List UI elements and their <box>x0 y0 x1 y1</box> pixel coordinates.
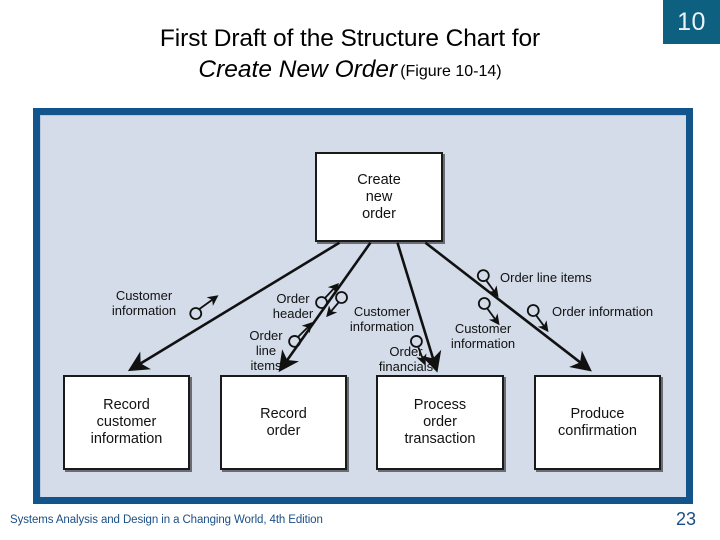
data-couple-circle-order-line-items-2 <box>476 269 490 282</box>
call-arrow-record-customer <box>127 241 341 372</box>
data-couple-label-line: information <box>450 336 516 351</box>
data-couple-circle-customer-information-1 <box>189 307 203 320</box>
structure-chart-canvas: Create new order Record customer informa… <box>40 115 686 497</box>
module-label-line: transaction <box>404 431 476 447</box>
data-couple-label-line: information <box>111 303 177 318</box>
structure-chart-connectors <box>127 241 592 373</box>
module-label-line: Record <box>103 397 150 413</box>
module-label-line: customer <box>96 414 157 430</box>
data-couple-arrow-customer-information-3 <box>486 307 500 326</box>
data-couple-arrow-order-information <box>535 314 549 333</box>
data-couple-label-order-line-items-1: Order line items <box>239 328 293 373</box>
data-couple-circle-customer-information-2 <box>335 291 348 304</box>
footer-source-text: Systems Analysis and Design in a Changin… <box>10 514 323 526</box>
data-couple-group <box>189 269 549 366</box>
page-title-line-1: First Draft of the Structure Chart for <box>159 25 541 52</box>
module-process-order-transaction[interactable]: Process order transaction <box>376 375 504 470</box>
data-couple-label-line: Customer <box>353 304 411 319</box>
data-couple-circle-order-header <box>315 296 328 309</box>
call-arrow-process-order <box>396 242 442 373</box>
module-label-line: Create <box>357 171 401 188</box>
page-title-subject: Create New Order <box>198 56 398 83</box>
data-couple-label-line: Order information <box>552 304 654 319</box>
module-label-line: information <box>90 431 163 447</box>
slide-number-badge: 10 <box>663 0 720 44</box>
data-couple-circle-customer-information-3 <box>477 297 491 310</box>
data-couple-label-order-financials: Order financials <box>367 344 445 374</box>
data-couple-label-line: header <box>272 306 314 321</box>
data-couple-label-order-line-items-2: Order line items <box>500 270 610 285</box>
page-title: First Draft of the Structure Chart for C… <box>60 24 640 88</box>
call-arrow-produce-confirm <box>424 241 592 372</box>
module-record-customer-information[interactable]: Record customer information <box>63 375 190 470</box>
data-couple-label-customer-information-2: Customer information <box>334 304 430 334</box>
data-couple-label-line: line <box>255 343 277 358</box>
module-label-line: order <box>362 205 396 222</box>
data-couple-circle-order-financials <box>410 335 423 348</box>
page-title-line-2: Create New Order(Figure 10-14) <box>60 54 640 88</box>
data-couple-label-customer-information-1: Customer information <box>96 288 192 318</box>
data-couple-label-order-header: Order header <box>263 291 323 321</box>
call-arrow-group <box>127 241 592 373</box>
data-couple-label-order-information: Order information <box>552 304 672 319</box>
module-label-line: Process <box>413 397 467 413</box>
data-couple-arrow-order-line-items-2 <box>485 280 499 298</box>
page-title-figure-reference: (Figure 10-14) <box>400 63 502 80</box>
data-couple-arrow-order-financials <box>416 347 427 366</box>
data-couple-label-line: Order <box>389 344 423 359</box>
module-label-line: order <box>423 414 457 430</box>
data-couple-label-line: information <box>349 319 415 334</box>
module-label-line: order <box>266 422 301 439</box>
data-couple-arrow-order-line-items-1 <box>296 321 314 339</box>
data-couple-label-line: Order <box>276 291 310 306</box>
data-couple-arrow-customer-information-2 <box>326 301 340 318</box>
data-couple-arrow-customer-information-1 <box>198 295 219 311</box>
data-couple-label-line: Customer <box>454 321 512 336</box>
data-couple-label-line: Customer <box>115 288 173 303</box>
data-couple-label-line: items <box>250 358 282 373</box>
data-couple-label-customer-information-3: Customer information <box>435 321 531 351</box>
module-label-line: Record <box>260 405 307 422</box>
data-couple-label-line: financials <box>378 359 434 374</box>
data-couple-label-line: Order <box>249 328 283 343</box>
module-record-order[interactable]: Record order <box>220 375 347 470</box>
module-produce-confirmation[interactable]: Produce confirmation <box>534 375 661 470</box>
data-couple-arrow-order-header <box>323 282 340 300</box>
footer-page-number: 23 <box>676 509 697 529</box>
module-label-line: new <box>365 188 393 205</box>
module-label-line: Produce <box>570 405 625 422</box>
data-couple-circle-order-line-items-1 <box>288 335 301 348</box>
module-label-line: confirmation <box>558 422 637 439</box>
data-couple-circle-order-information <box>526 304 540 317</box>
structure-chart-frame: Create new order Record customer informa… <box>33 108 693 504</box>
module-create-new-order[interactable]: Create new order <box>315 152 443 242</box>
data-couple-label-line: Order line items <box>500 270 592 285</box>
